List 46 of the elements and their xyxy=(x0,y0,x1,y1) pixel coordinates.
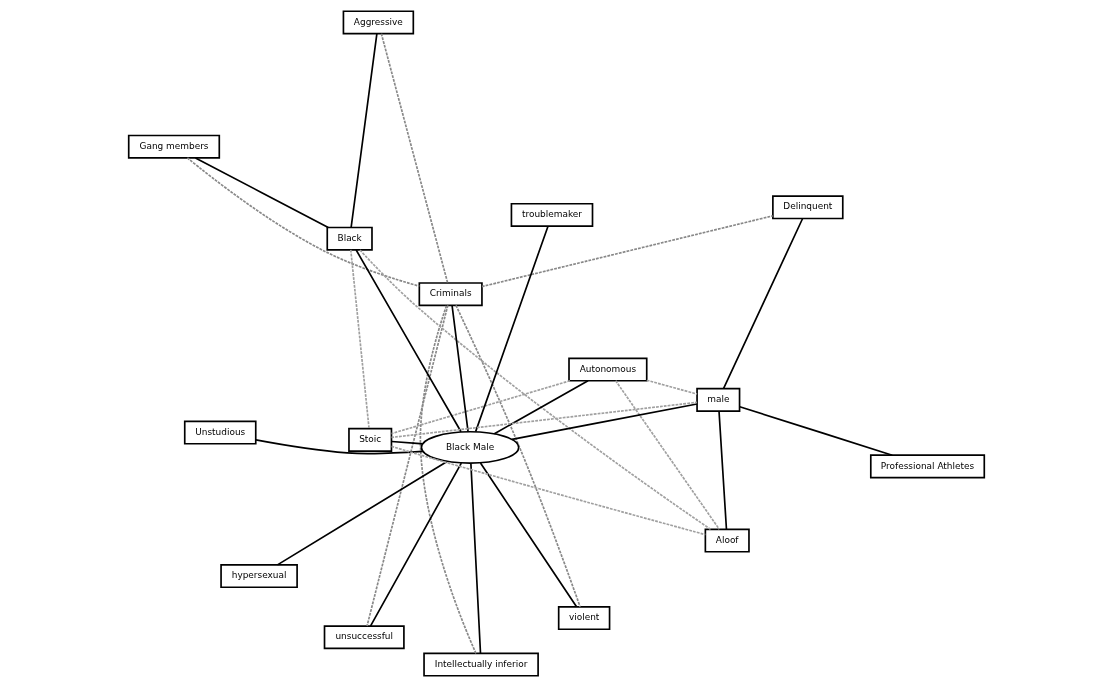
connector xyxy=(419,304,477,654)
node-box: Professional Athletes xyxy=(869,453,985,478)
connector xyxy=(369,461,462,627)
connector xyxy=(365,304,449,627)
node-box: Aggressive xyxy=(342,9,414,34)
node-box: Gang members xyxy=(127,134,220,159)
connector xyxy=(390,379,571,434)
node-box: Unstudious xyxy=(183,420,257,445)
node-box: Black xyxy=(325,226,373,251)
connector xyxy=(738,405,893,456)
connector xyxy=(349,32,378,228)
connector xyxy=(722,217,803,390)
connector xyxy=(380,32,448,284)
node-ellipse: Black Male xyxy=(420,430,520,464)
node-box: Autonomous xyxy=(567,357,648,382)
connector xyxy=(450,304,469,432)
node-box: Intellectually inferior xyxy=(422,652,539,677)
connector xyxy=(254,438,424,455)
node-box: violent xyxy=(557,605,610,630)
node-box: Stoic xyxy=(347,427,392,452)
connector xyxy=(469,462,481,654)
connector xyxy=(186,156,420,287)
connector xyxy=(480,214,774,287)
connector xyxy=(390,445,706,535)
connector xyxy=(358,248,711,530)
connector xyxy=(349,248,370,429)
node-box: unsuccessful xyxy=(323,624,405,649)
node-box: Delinquent xyxy=(771,194,844,219)
connector xyxy=(717,409,727,530)
connector xyxy=(479,461,577,608)
connector xyxy=(276,460,448,566)
node-box: male xyxy=(695,387,740,412)
connector xyxy=(645,378,698,395)
connector xyxy=(454,304,581,608)
connector xyxy=(194,156,329,228)
connector xyxy=(354,248,462,433)
node-box: hypersexual xyxy=(219,563,298,588)
node-box: Aloof xyxy=(704,528,750,553)
node-box: Criminals xyxy=(418,281,483,306)
connector xyxy=(510,402,698,440)
connector xyxy=(390,401,698,438)
connector xyxy=(390,440,423,445)
connector xyxy=(474,224,549,432)
node-box: troublemaker xyxy=(510,202,593,227)
connector xyxy=(614,379,720,530)
connector xyxy=(493,379,589,435)
